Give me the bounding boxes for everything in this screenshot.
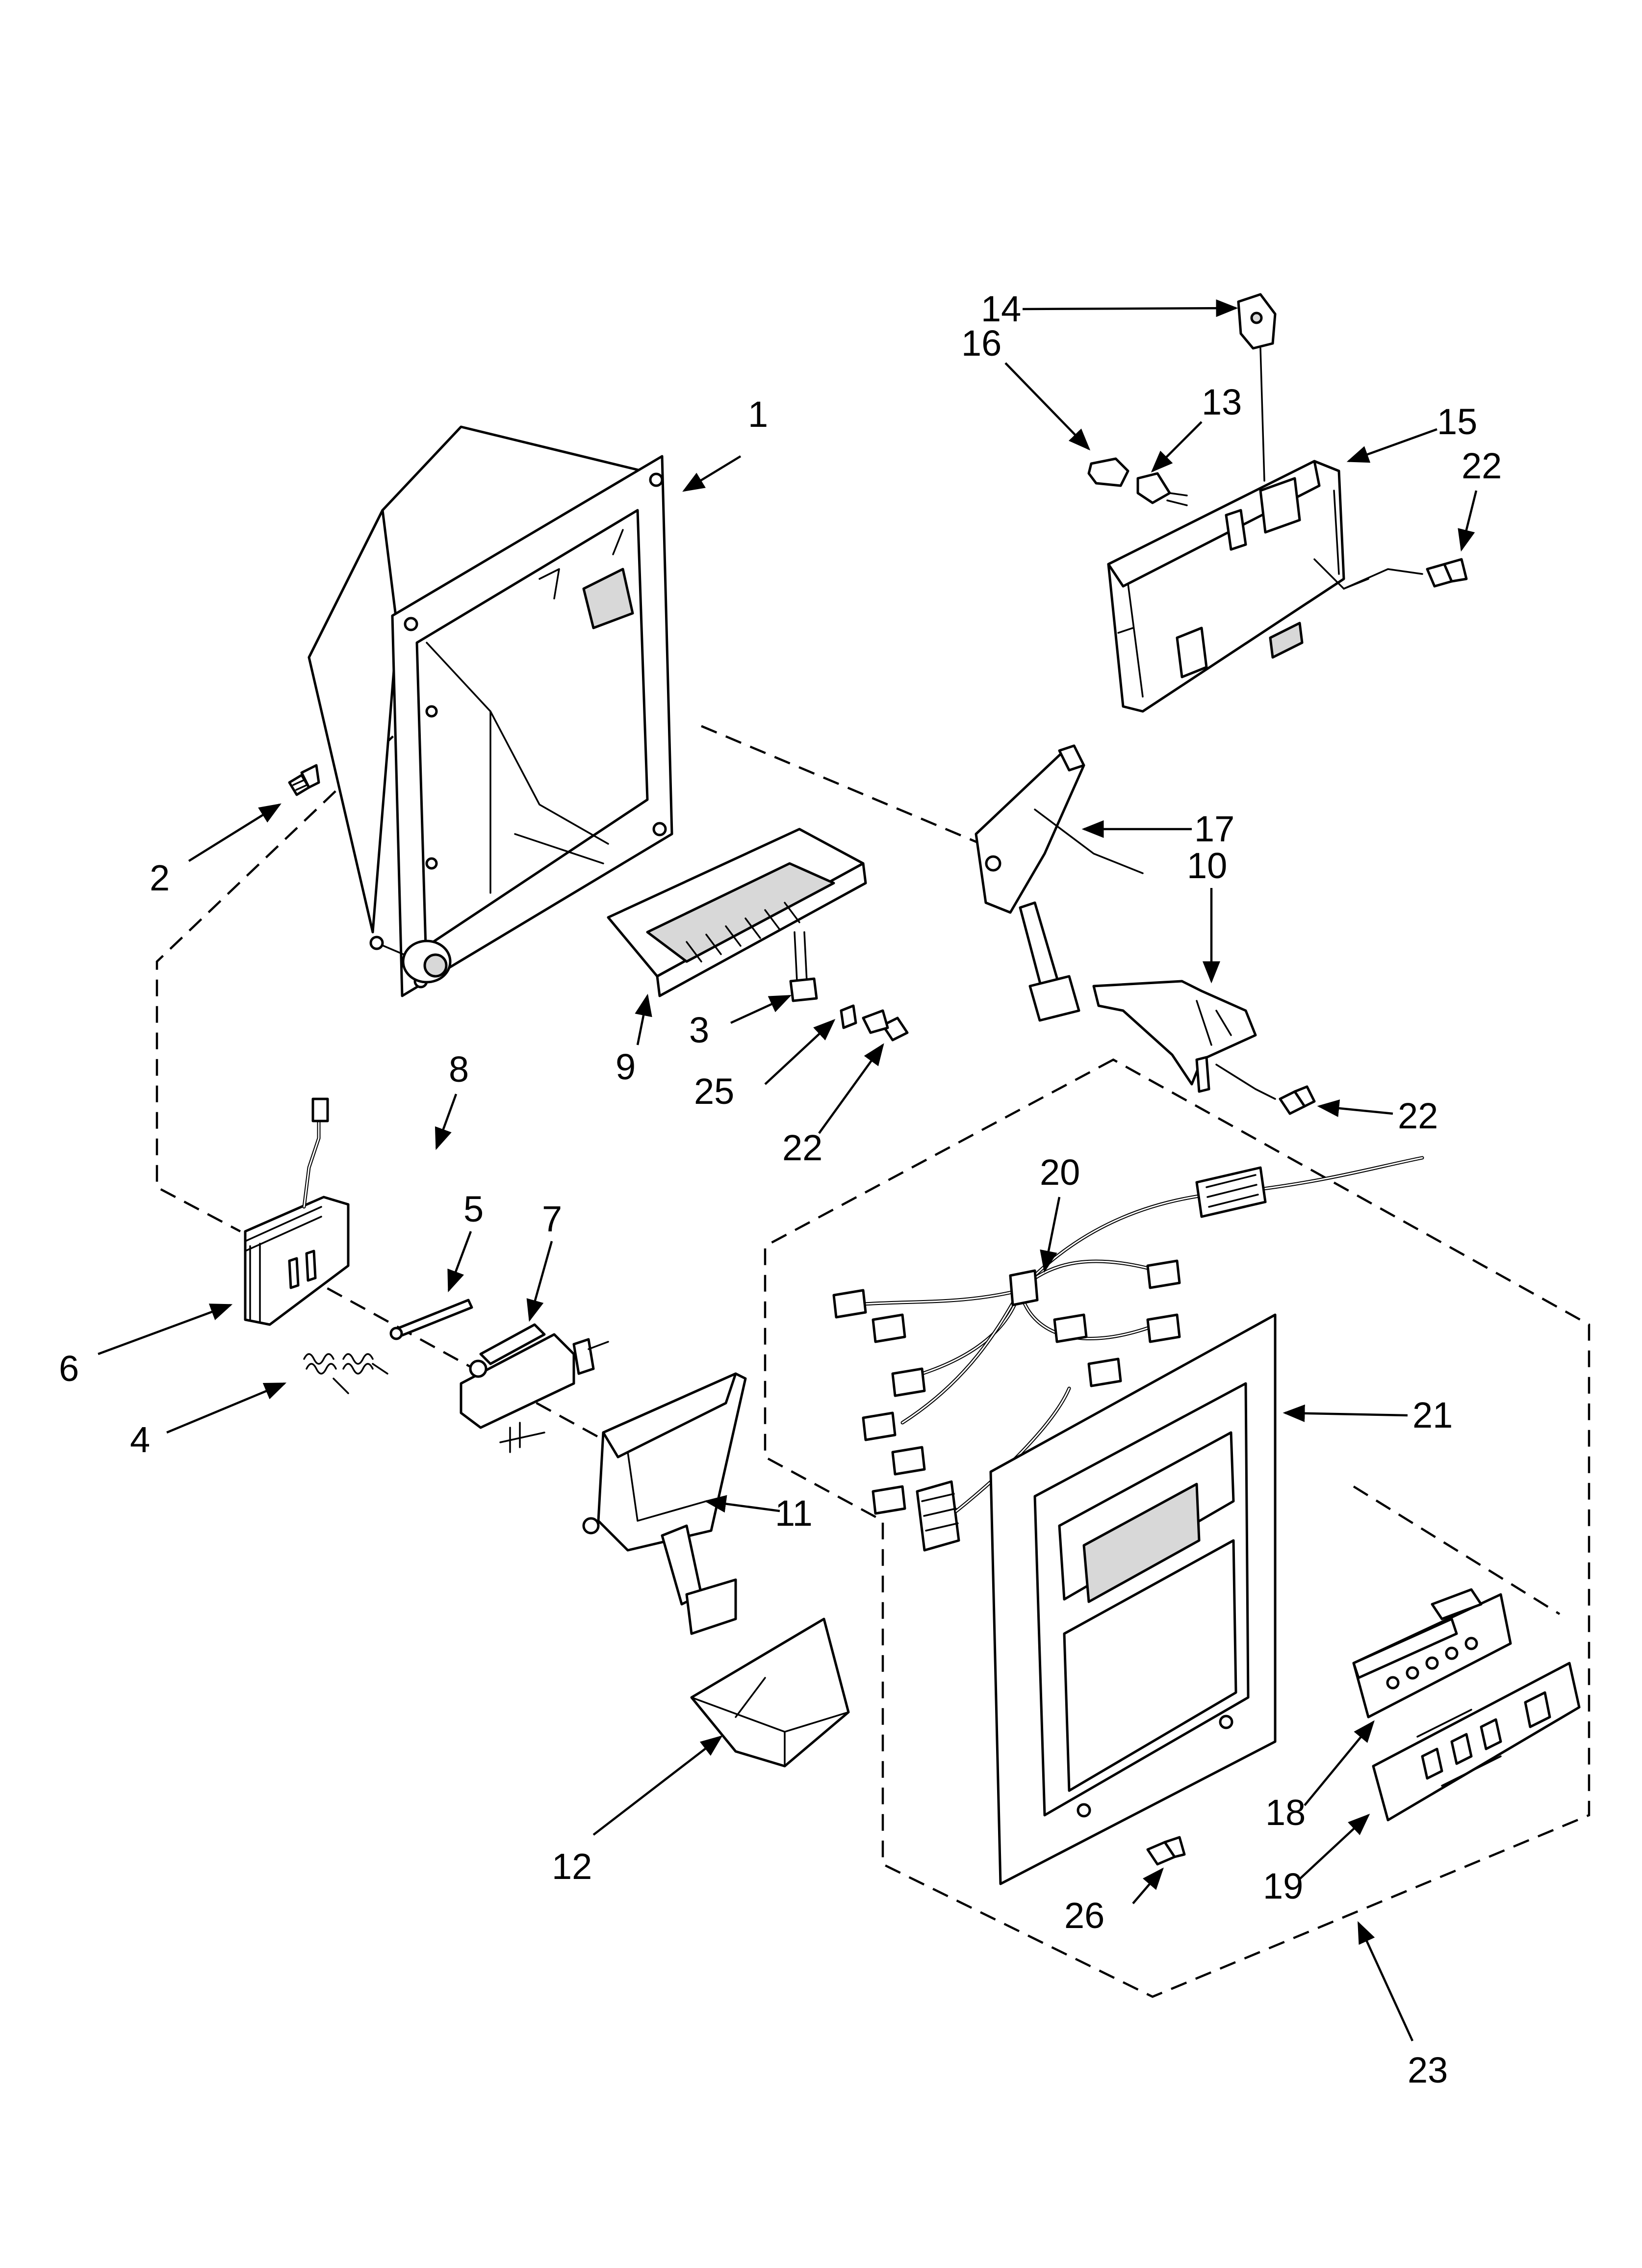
callout-17: 17	[1194, 808, 1234, 849]
callout-16: 16	[961, 323, 1001, 364]
callout-19: 19	[1263, 1866, 1303, 1906]
callout-20: 20	[1040, 1152, 1080, 1193]
callout-8: 8	[449, 1049, 469, 1090]
callout-5: 5	[463, 1189, 484, 1229]
callout-10: 10	[1187, 845, 1227, 886]
screw-22-top	[1343, 558, 1468, 590]
callout-9: 9	[616, 1046, 636, 1087]
lamp-socket-13	[1136, 472, 1188, 506]
control-board-18	[1352, 1588, 1512, 1719]
assembly-outlines	[155, 607, 1591, 1998]
screw-26	[1146, 1836, 1186, 1866]
solenoid-plunger	[369, 936, 452, 984]
ice-chute-cup	[690, 1617, 850, 1768]
callout-2: 2	[150, 858, 170, 898]
callout-7: 7	[542, 1199, 562, 1239]
water-actuator-17	[975, 744, 1144, 1022]
callout-26: 26	[1064, 1895, 1104, 1936]
callout-6: 6	[59, 1348, 79, 1389]
dispenser-housing	[308, 425, 673, 997]
lever-assembly-7	[460, 1323, 609, 1453]
callout-21: 21	[1412, 1395, 1453, 1435]
water-bracket-10	[1092, 980, 1257, 1093]
clip-3-25	[789, 931, 857, 1029]
screw-22-center	[862, 1009, 909, 1042]
callout-11: 11	[775, 1493, 813, 1534]
actuator-mount-15	[1107, 460, 1369, 713]
lamp-16	[1087, 457, 1129, 487]
leader-arrows	[98, 299, 1478, 2041]
callout-22-top: 22	[1462, 445, 1502, 486]
callout-3: 3	[689, 1010, 709, 1050]
pin	[389, 1299, 473, 1340]
springs	[303, 1353, 388, 1394]
callout-13: 13	[1202, 382, 1242, 422]
ice-chute-door	[607, 828, 867, 997]
callout-22-center: 22	[782, 1127, 822, 1168]
callout-18: 18	[1265, 1792, 1306, 1833]
callout-4: 4	[130, 1419, 150, 1460]
callout-23: 23	[1408, 2050, 1448, 2090]
callout-15: 15	[1437, 401, 1477, 442]
switch-14	[1237, 293, 1277, 482]
screw-2	[288, 764, 320, 796]
wire-harness-20	[832, 1156, 1424, 1552]
callout-labels: 1 2 3 4 5 6 7 8 9 10 11 12 13 14 15 16 1…	[59, 288, 1502, 2090]
screw-22-right	[1215, 1064, 1316, 1115]
callout-14: 14	[981, 288, 1021, 329]
dispenser-panel-21	[989, 1313, 1277, 1885]
callout-22-right: 22	[1398, 1095, 1438, 1136]
callout-25: 25	[694, 1071, 734, 1112]
callout-1: 1	[748, 394, 768, 435]
overlay-19	[1372, 1662, 1581, 1822]
solenoid	[244, 1097, 350, 1326]
callout-12: 12	[552, 1846, 592, 1887]
